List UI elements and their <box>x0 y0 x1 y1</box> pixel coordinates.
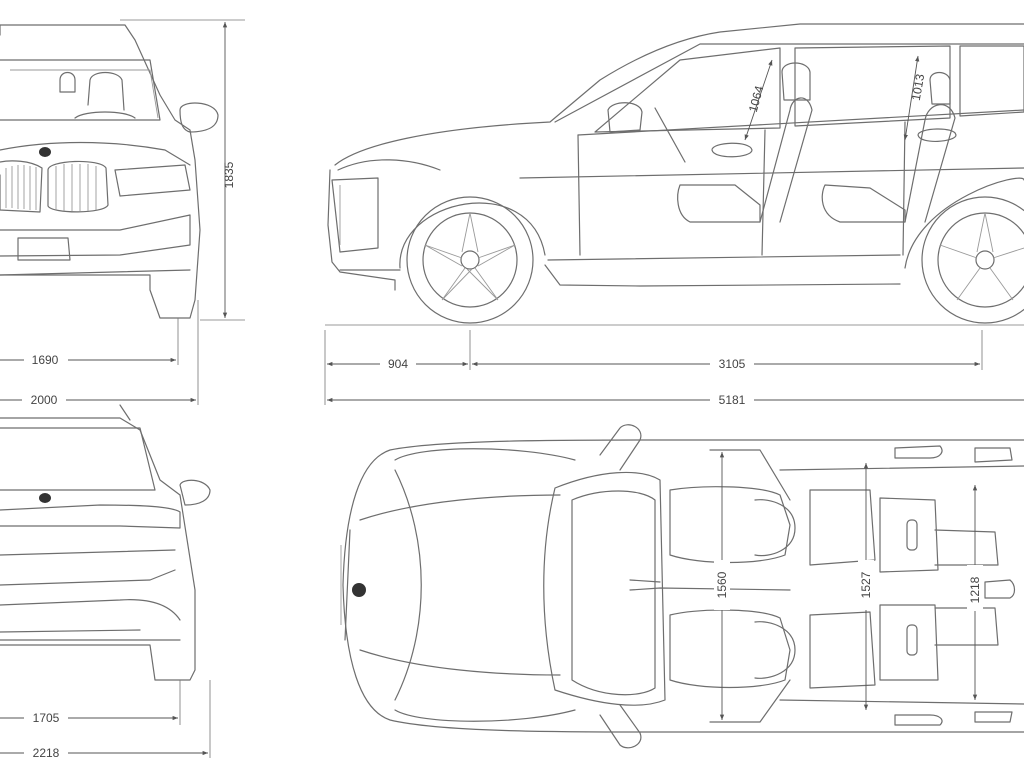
rear-track-label: 1705 <box>33 711 60 725</box>
front-width-label: 2000 <box>31 393 58 407</box>
front-view <box>0 24 219 319</box>
wheelbase-label: 3105 <box>719 357 746 371</box>
side-view-dimensions: 1064 1013 904 3105 5181 <box>324 55 1024 407</box>
top-view <box>340 424 1024 749</box>
front-shoulder-width-label: 1560 <box>715 571 729 598</box>
width-with-mirrors-label: 2218 <box>33 746 60 760</box>
rear-headroom-label: 1013 <box>909 73 927 102</box>
front-headroom-label: 1064 <box>746 84 767 114</box>
rear-view <box>0 404 211 681</box>
rear-view-dimensions: 1705 2218 <box>0 680 211 760</box>
bmw-rear-logo-icon <box>39 493 51 503</box>
second-row-shoulder-width-label: 1527 <box>859 571 873 598</box>
bmw-logo-icon <box>39 147 51 157</box>
top-view-dimensions: 1560 1527 1218 <box>714 452 983 720</box>
third-row-shoulder-width-label: 1218 <box>968 576 982 603</box>
side-view <box>327 23 1024 324</box>
front-track-label: 1690 <box>32 353 59 367</box>
front-overhang-label: 904 <box>388 357 408 371</box>
front-view-dimensions: 1835 1690 2000 <box>0 19 245 407</box>
bmw-hood-logo-icon <box>352 583 366 597</box>
front-height-label: 1835 <box>222 161 236 188</box>
overall-length-label: 5181 <box>719 393 746 407</box>
